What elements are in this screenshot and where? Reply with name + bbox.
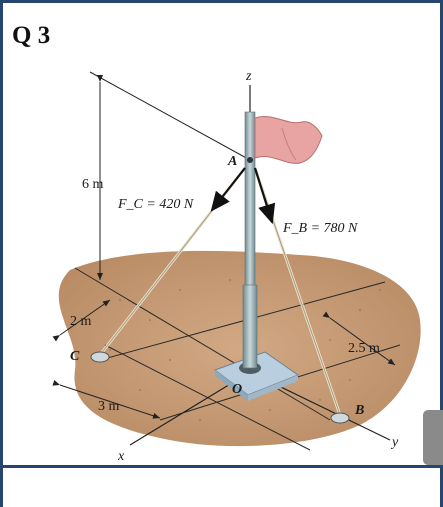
point-c-label: C xyxy=(70,349,80,364)
flag-fold xyxy=(281,127,297,161)
point-b-label: B xyxy=(354,403,364,418)
point-o-label: O xyxy=(232,382,242,397)
axis-y-label: y xyxy=(390,435,399,450)
dimension-2-5m-label: 2.5 m xyxy=(348,341,380,356)
point-a-label: A xyxy=(227,154,237,169)
force-c-arrow xyxy=(210,167,246,212)
scroll-tab[interactable] xyxy=(423,410,443,465)
flag-pole-lower-section xyxy=(242,284,258,369)
force-b-arrow xyxy=(253,167,276,225)
frame-bottom-border xyxy=(0,465,443,468)
axis-z-label: z xyxy=(245,69,252,84)
height-extension-top xyxy=(89,71,251,161)
flag-icon xyxy=(254,116,323,164)
height-dimension-label: 6 m xyxy=(82,177,104,192)
dimension-2m-line xyxy=(52,299,111,342)
dimension-3m-line xyxy=(52,379,161,419)
force-b-label: F_B = 780 N xyxy=(282,221,358,236)
dimension-2-5m-line xyxy=(322,311,396,366)
point-a-marker xyxy=(247,157,253,163)
frame-top-border xyxy=(0,0,443,3)
base-plate-side xyxy=(215,370,248,401)
anchor-c xyxy=(90,351,110,363)
question-title: Q 3 xyxy=(12,22,51,49)
dimension-2m-label: 2 m xyxy=(70,314,92,329)
dimension-3m-label: 3 m xyxy=(98,399,120,414)
anchor-b xyxy=(330,412,350,424)
axis-x-label: x xyxy=(117,449,125,464)
base-plate-side-right xyxy=(248,375,298,401)
force-c-label: F_C = 420 N xyxy=(117,197,194,212)
